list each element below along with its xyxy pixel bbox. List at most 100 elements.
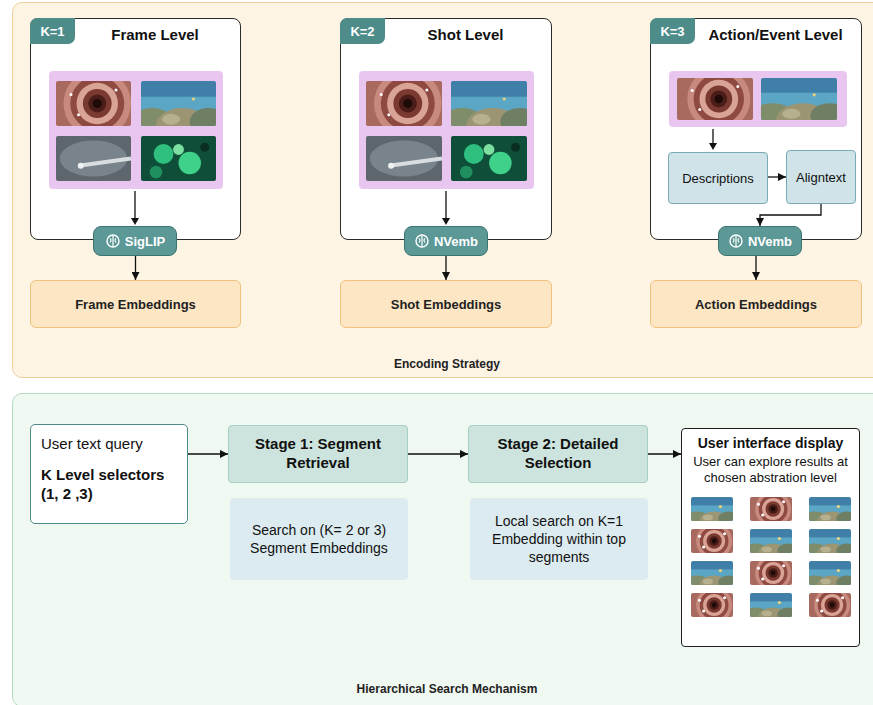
pipe-ring (83, 89, 112, 118)
pipe-ring (703, 593, 725, 615)
fish (718, 569, 721, 572)
pipe-ring (817, 593, 846, 617)
node-label: Stage 2: Detailed Selection (477, 435, 639, 473)
pipe-ring (755, 497, 791, 521)
pipe-ring (768, 504, 778, 514)
rock (810, 103, 837, 120)
thumbnail (366, 81, 442, 126)
thumbnail (761, 78, 837, 120)
node-label: K=3 (660, 24, 684, 39)
stage-description: Local search on K=1 Embedding within top… (470, 498, 648, 580)
pipe-ring (711, 602, 716, 607)
node-label: K=2 (350, 24, 374, 39)
fish (192, 97, 195, 100)
highlight (820, 609, 823, 612)
fish (813, 93, 816, 96)
thumbnail (56, 136, 131, 181)
frame-group (49, 71, 223, 189)
frame-illustration (341, 19, 551, 239)
highlight (756, 566, 759, 569)
embedding-box: Shot Embeddings (340, 280, 552, 328)
thumbnail (750, 497, 792, 521)
pipe-ring (696, 529, 732, 553)
highlight (841, 596, 844, 599)
reef-blob (464, 144, 484, 164)
pipe-ring (70, 81, 124, 126)
pipe-ring (758, 561, 787, 585)
pipe-ring (706, 597, 721, 612)
section-panel: Hierarchical Search MechanismUser text q… (12, 393, 873, 705)
highlight (702, 545, 705, 548)
highlight (736, 85, 739, 88)
node-label: NVemb (434, 234, 478, 249)
pipe-ring (706, 533, 721, 548)
pipe-ring (770, 570, 775, 575)
reef-blob (179, 152, 202, 175)
rock (782, 109, 800, 119)
brain-icon (414, 233, 430, 249)
pipe-ring (705, 86, 732, 113)
node-label: Shot Level (386, 26, 545, 43)
embedding-box: Action Embeddings (650, 280, 862, 328)
thumbnail (451, 136, 527, 181)
icon-detail (733, 236, 739, 247)
pipe-ring (765, 565, 780, 580)
fish (777, 537, 780, 540)
level-tag: K=2 (340, 18, 385, 44)
pipe-ring (694, 78, 744, 120)
thumbnail (677, 78, 753, 120)
pipe-ring (403, 99, 412, 108)
highlight (782, 500, 785, 503)
pipe-ring (829, 602, 834, 607)
level-box: Shot Level K=2 (340, 18, 552, 240)
thumbnail (141, 81, 216, 126)
rock (718, 575, 733, 585)
pipe-ring (711, 538, 716, 543)
reef-blob (460, 166, 473, 179)
pipe-ring (381, 81, 435, 126)
image-ground (141, 136, 216, 181)
rock (702, 514, 712, 520)
pipe-ring (374, 81, 442, 126)
rock (777, 607, 792, 617)
instrument-tip (78, 163, 84, 169)
node-label: K=1 (40, 24, 64, 39)
instrument-tip (388, 163, 394, 169)
highlight (756, 502, 759, 505)
node-label: NVemb (748, 234, 792, 249)
pipe-ring (824, 597, 839, 612)
encoder-pill: NVemb (404, 226, 488, 256)
highlight (70, 93, 73, 96)
encoder-pill: SigLIP (93, 226, 177, 256)
level-tag: K=1 (30, 18, 75, 44)
pipe-ring (715, 95, 723, 103)
node-label: Frame Embeddings (75, 297, 196, 312)
node-label: Action/Event Level (696, 26, 855, 43)
rock (820, 546, 830, 552)
stage-description: Search on (K= 2 or 3) Segment Embeddings (230, 498, 408, 580)
fish (718, 505, 721, 508)
node-label: User text query (41, 435, 143, 452)
fish (836, 569, 839, 572)
highlight (425, 89, 428, 92)
connector-arrow (135, 256, 136, 280)
connector-arrow (760, 204, 821, 226)
rock (836, 543, 851, 553)
thumbnail (809, 593, 851, 617)
node-label: Shot Embeddings (391, 297, 502, 312)
result-grid (687, 495, 855, 621)
pipe-ring (770, 506, 775, 511)
connector-arrow (408, 453, 468, 454)
pipe-ring (827, 600, 837, 610)
pipe-ring (765, 501, 780, 516)
arrow-head (442, 218, 450, 225)
pipe-ring (762, 561, 784, 583)
highlight (702, 609, 705, 612)
pipe-ring (77, 83, 118, 124)
pipe-ring (399, 95, 417, 113)
highlight (782, 564, 785, 567)
pipe-ring (821, 593, 843, 615)
rock (820, 578, 830, 584)
icon-detail (419, 236, 425, 247)
thumbnail (750, 561, 792, 585)
